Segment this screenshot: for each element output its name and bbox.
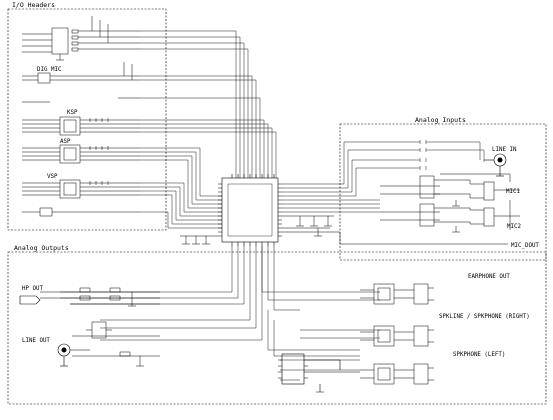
codec-decoupling <box>180 215 334 245</box>
vsp-block <box>22 179 140 217</box>
codec-ic <box>218 174 282 246</box>
hp-out-circuit <box>40 287 160 307</box>
asp-block <box>22 144 140 164</box>
mic1-circuit <box>380 173 520 207</box>
line-out-circuit <box>72 321 160 367</box>
spkline-right-label: SPKLINE / SPKPHONE (RIGHT) <box>439 314 530 320</box>
io-headers-title: I/O Headers <box>12 1 55 9</box>
spkphone-left-label: SPKPHONE (LEFT) <box>453 352 505 358</box>
hp-out-label: HP OUT <box>22 286 43 292</box>
mic-dout-label: MIC_DOUT <box>511 243 539 249</box>
ksp-label: KSP <box>67 110 78 116</box>
mic1-label: MIC1 <box>506 189 520 195</box>
spkline-right-circuit <box>360 325 434 347</box>
earphone-circuit <box>360 283 434 305</box>
asp-label: ASP <box>60 139 71 145</box>
vsp-label: VSP <box>47 174 58 180</box>
analog-outputs-section <box>7 251 547 405</box>
dig-mic-label: DIG MIC <box>37 67 62 73</box>
dig-mic-block <box>22 62 140 103</box>
spkphone-left-circuit <box>360 363 434 385</box>
line-out-label: LINE OUT <box>22 338 50 344</box>
line-in-jack <box>484 153 507 177</box>
line-in-label: LINE IN <box>492 147 517 153</box>
line-out-jack <box>57 343 90 367</box>
hp-out-arrow <box>19 295 41 305</box>
io-headers-section <box>7 8 167 231</box>
analog-input-wires <box>282 140 485 213</box>
earphone-out-label: EARPHONE OUT <box>468 274 510 280</box>
io-bus-wires <box>140 30 277 229</box>
io-top-header-block <box>22 16 140 61</box>
analog-inputs-title: Analog Inputs <box>415 116 466 124</box>
analog-outputs-title: Analog Outputs <box>14 244 69 252</box>
amplifier-ic <box>278 353 360 393</box>
ksp-block <box>22 116 140 136</box>
mic2-circuit <box>380 200 520 233</box>
mic-dout-wire <box>282 231 508 245</box>
mic2-label: MIC2 <box>507 224 521 230</box>
